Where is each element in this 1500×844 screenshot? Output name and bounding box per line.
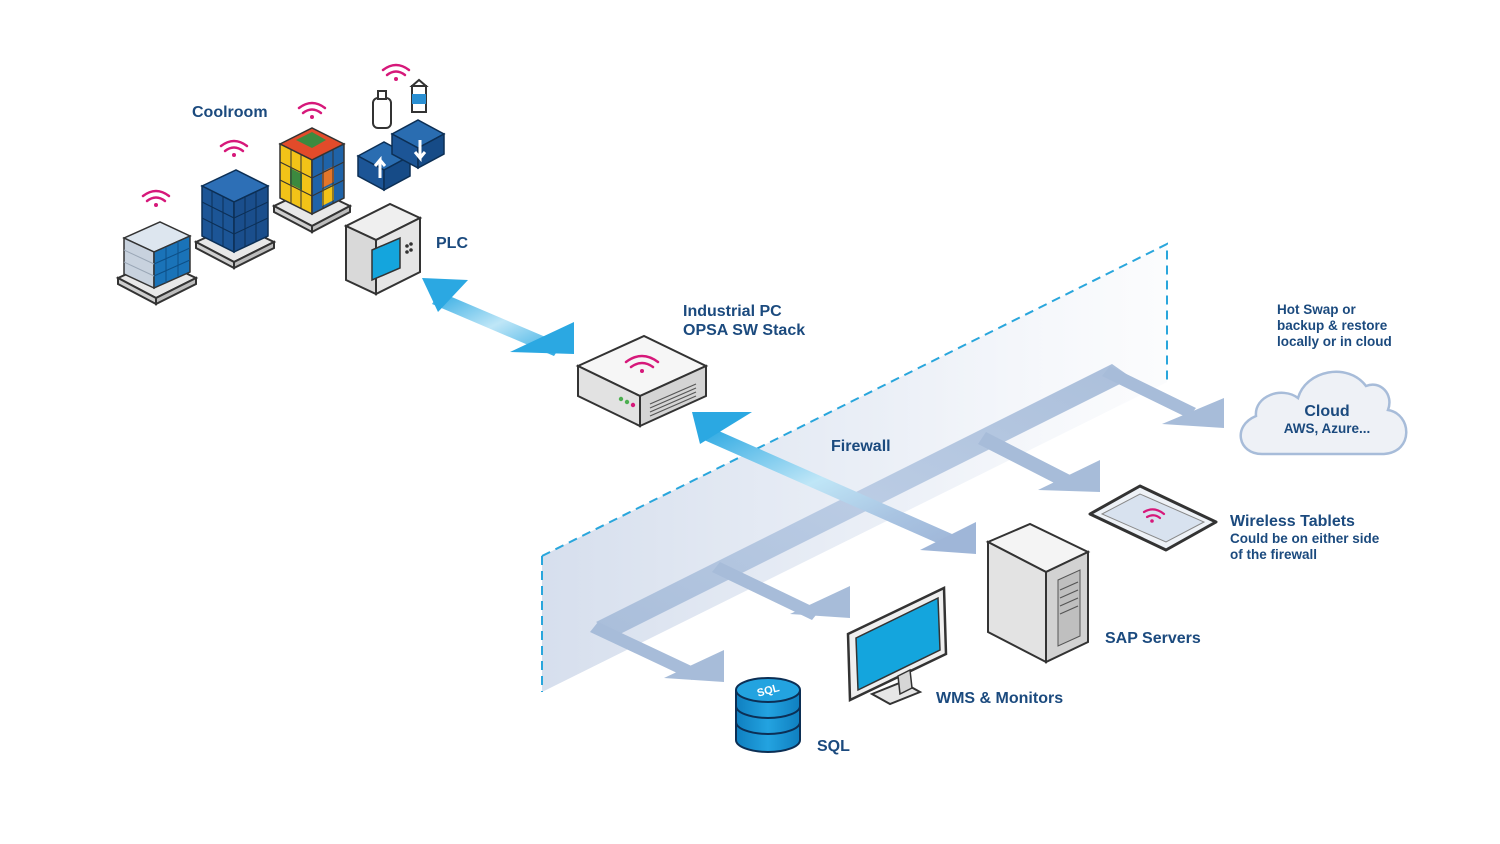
wifi-icon: [219, 139, 249, 157]
pallet-stack-icon: [115, 221, 199, 306]
cloud-icon: [1239, 370, 1408, 456]
wms-monitors-label: WMS & Monitors: [936, 690, 1064, 707]
industrial-pc-icon: [575, 334, 709, 428]
blue-cube-icon: [193, 169, 277, 270]
cloud-title: Cloud: [1304, 403, 1350, 420]
sql-label: SQL: [817, 738, 850, 755]
firewall-label: Firewall: [831, 438, 891, 455]
wireless-tablets-note-2: of the firewall: [1230, 547, 1318, 563]
industrial-pc-subtitle: OPSA SW Stack: [683, 322, 806, 340]
cloud-label: Cloud AWS, Azure...: [1276, 402, 1378, 437]
wifi-icon: [1142, 508, 1166, 523]
tablet-icon: [1088, 484, 1218, 552]
monitor-icon: [846, 586, 948, 706]
sql-badge: SQL: [756, 682, 781, 700]
wifi-icon: [381, 63, 411, 81]
industrial-pc-label: Industrial PC OPSA SW Stack: [683, 302, 805, 340]
wireless-tablets-label: Wireless Tablets Could be on either side…: [1230, 512, 1379, 564]
hot-swap-line-1: Hot Swap or: [1277, 302, 1356, 317]
wifi-icon: [624, 354, 660, 373]
colored-cube-icon: [271, 127, 353, 234]
hot-swap-note: Hot Swap or backup & restore locally or …: [1277, 302, 1392, 351]
coolroom-label: Coolroom: [192, 104, 268, 121]
plc-pc-arrow: [422, 278, 574, 356]
hot-swap-line-2: backup & restore: [1277, 318, 1388, 334]
in-out-boxes-icon: [356, 119, 446, 192]
wireless-tablets-title: Wireless Tablets: [1230, 513, 1355, 530]
plc-controller-icon: [343, 202, 423, 296]
wireless-tablets-note-1: Could be on either side: [1230, 531, 1380, 547]
sap-servers-label: SAP Servers: [1105, 630, 1201, 647]
hot-swap-line-3: locally or in cloud: [1277, 334, 1392, 350]
wifi-icon: [141, 189, 171, 207]
server-tower-icon: [985, 522, 1091, 664]
database-icon: SQL: [735, 677, 801, 753]
plc-label: PLC: [436, 235, 468, 252]
cloud-subtitle: AWS, Azure...: [1283, 421, 1371, 437]
bottle-icon: [372, 78, 429, 129]
industrial-pc-title: Industrial PC: [683, 303, 782, 320]
pc-sap-arrow: [692, 412, 976, 554]
wifi-icon: [297, 101, 327, 119]
